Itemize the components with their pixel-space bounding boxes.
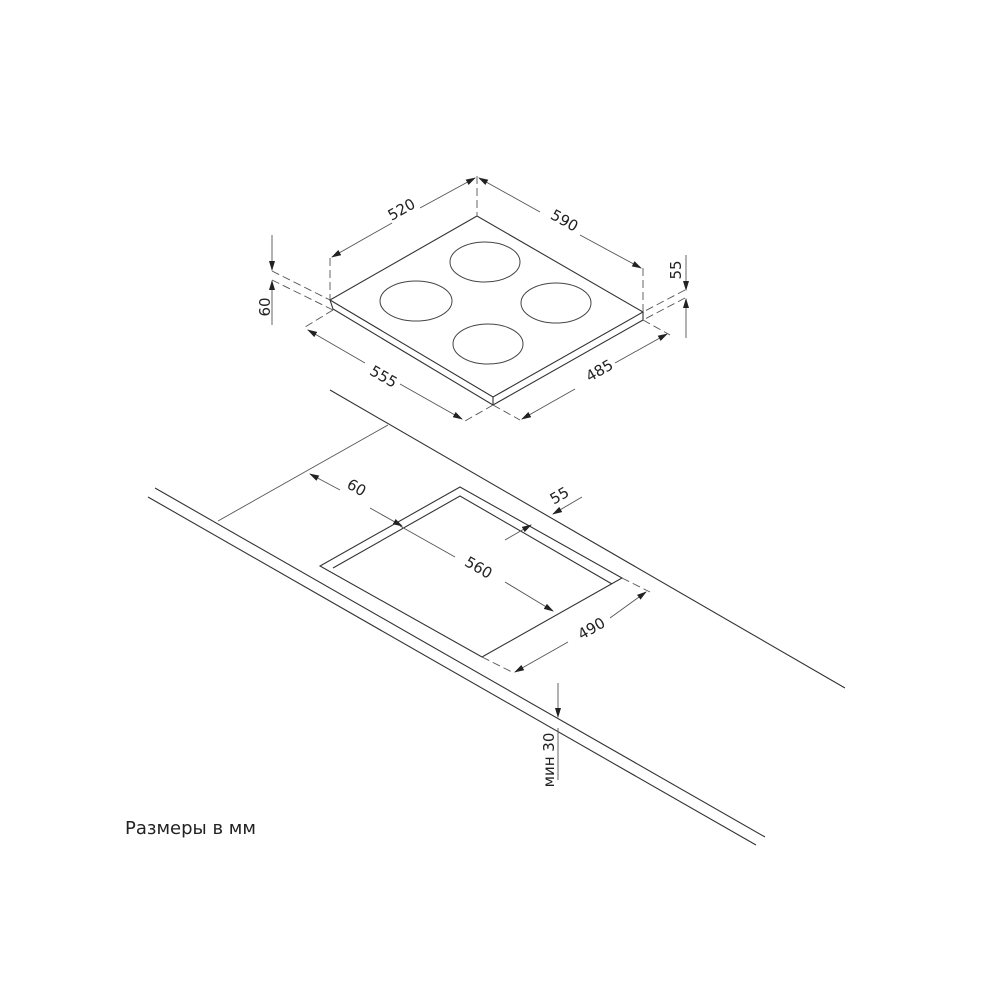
dim-555: 555 [367,362,401,392]
burner-back [449,241,521,283]
hob-drawing [328,215,645,406]
dim-cutout-60: 60 [344,475,370,500]
dim-min-thickness: мин 30 [540,733,558,788]
burner-right [520,282,592,324]
countertop-front-bottom-edge [147,496,757,846]
units-note: Размеры в мм [125,818,256,839]
hob-edge [329,299,644,406]
dim-60-height: 60 [256,297,274,316]
dim-55-height: 55 [667,260,685,279]
cutout-inner [332,495,613,585]
dim-cutout-560: 560 [462,553,496,583]
countertop-drawing [147,389,846,846]
countertop-back-edge [329,389,846,689]
countertop-front-top-edge [154,487,766,838]
dim-520: 520 [385,195,419,225]
burner-left [379,280,453,322]
dim-590: 590 [548,206,582,236]
cutout-dimensions: 60 560 55 490 мин 30 [309,473,651,788]
dim-cutout-490: 490 [575,614,609,644]
burner-front [452,323,524,365]
dim-485: 485 [583,356,617,386]
